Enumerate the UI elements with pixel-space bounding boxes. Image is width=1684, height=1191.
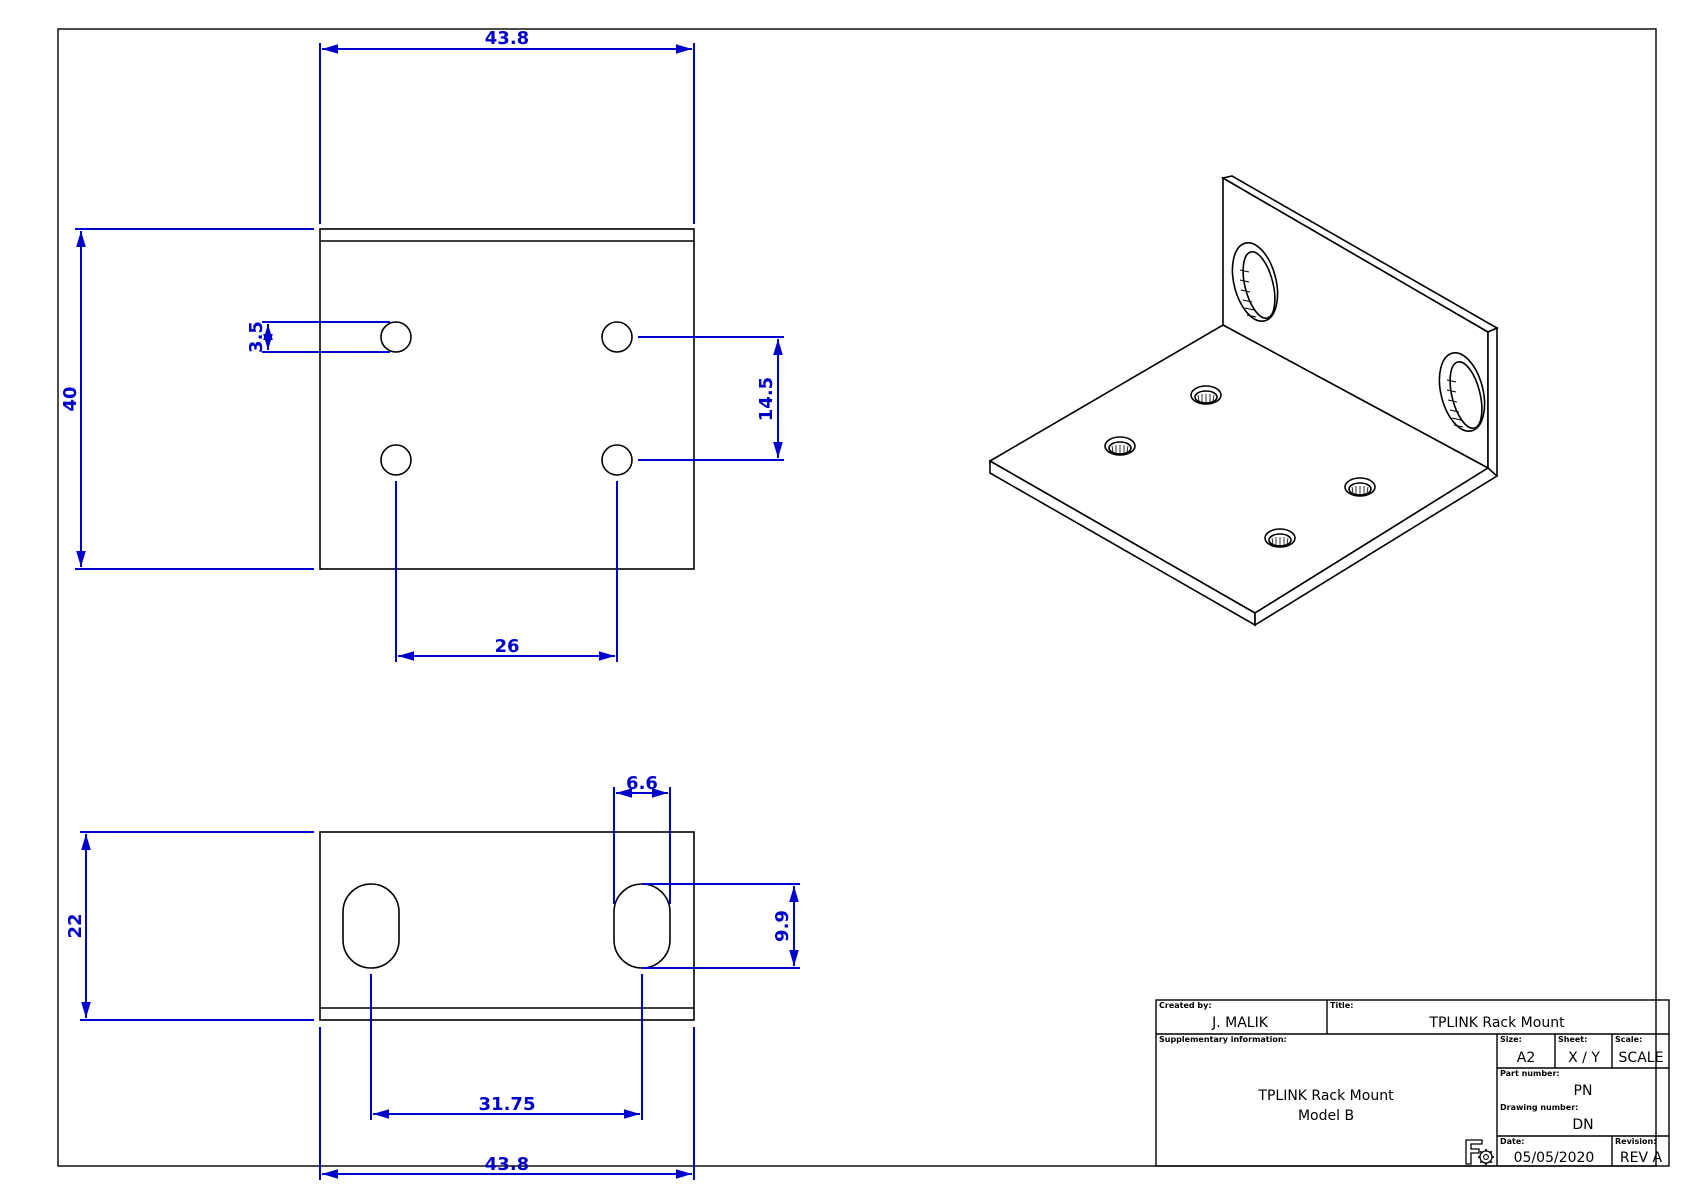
title-value: TPLINK Rack Mount [1428,1015,1565,1031]
top-view [319,228,695,570]
iso-hole-3 [1344,477,1376,497]
dim-slot-height: 9.9 [642,883,800,969]
drawing-number-value: DN [1572,1117,1593,1133]
revision-label: Revision: [1615,1137,1656,1146]
iso-hole-1 [1104,436,1136,456]
hole-top-left [380,321,412,353]
dim-top-height-label: 40 [60,386,81,411]
sheet-border [57,28,1657,1167]
date-value: 05/05/2020 [1514,1150,1595,1166]
hole-bottom-right [601,444,633,476]
supplementary-label: Supplementary information: [1159,1035,1287,1044]
size-value: A2 [1517,1050,1535,1066]
size-label: Size: [1500,1035,1522,1044]
hole-bottom-left [380,444,412,476]
title-label: Title: [1330,1001,1353,1010]
dim-hole-vertical-spacing-label: 14.5 [756,377,777,421]
iso-slot-right [1438,352,1486,432]
date-label: Date: [1500,1137,1525,1146]
dim-hole-diameter-label: 3.5 [246,321,267,353]
iso-vertical-flange-side-edge [1487,326,1498,482]
dim-top-width-label: 43.8 [485,28,529,49]
iso-hole-4 [1264,528,1296,548]
dim-slot-spacing-label: 31.75 [479,1094,536,1115]
iso-slot-left [1231,242,1279,322]
dim-hole-vertical-spacing: 14.5 [638,336,784,461]
dim-top-height: 40 [60,228,314,570]
dim-front-height: 22 [65,831,314,1021]
scale-value: SCALE [1619,1050,1664,1066]
front-view [319,831,695,1021]
part-number-value: PN [1574,1083,1593,1099]
sheet-value: X / Y [1568,1050,1600,1066]
dim-slot-spacing: 31.75 [370,974,643,1120]
iso-base-right-edge [1254,467,1499,627]
isometric-view [988,175,1499,627]
title-block-frame [1155,999,1670,1167]
dim-front-width: 43.8 [319,1027,695,1180]
created-by-label: Created by: [1159,1001,1212,1010]
supplementary-line2: Model B [1298,1108,1354,1124]
dim-hole-horizontal-spacing-label: 26 [494,636,519,657]
slot-left [342,883,400,969]
sheet-label: Sheet: [1558,1035,1587,1044]
dim-hole-diameter: 3.5 [246,321,390,353]
front-view-outline [319,831,695,1021]
drawing-number-label: Drawing number: [1500,1103,1578,1112]
top-view-outline [319,228,695,570]
part-number-label: Part number: [1500,1069,1560,1078]
freecad-gear-icon [1465,1139,1494,1165]
scale-label: Scale: [1615,1035,1642,1044]
hole-top-right [601,321,633,353]
dim-slot-width-label: 6.6 [626,773,658,794]
title-block: Created by: J. MALIK Title: TPLINK Rack … [1155,999,1670,1167]
dim-slot-height-label: 9.9 [772,910,793,942]
slot-right [613,883,671,969]
iso-hole-2 [1190,385,1222,405]
created-by-value: J. MALIK [1211,1015,1269,1031]
dim-front-width-label: 43.8 [485,1154,529,1175]
dim-top-width: 43.8 [319,28,695,224]
revision-value: REV A [1620,1150,1663,1166]
dim-hole-horizontal-spacing: 26 [395,481,618,662]
dim-front-height-label: 22 [65,913,86,938]
supplementary-line1: TPLINK Rack Mount [1257,1088,1394,1104]
